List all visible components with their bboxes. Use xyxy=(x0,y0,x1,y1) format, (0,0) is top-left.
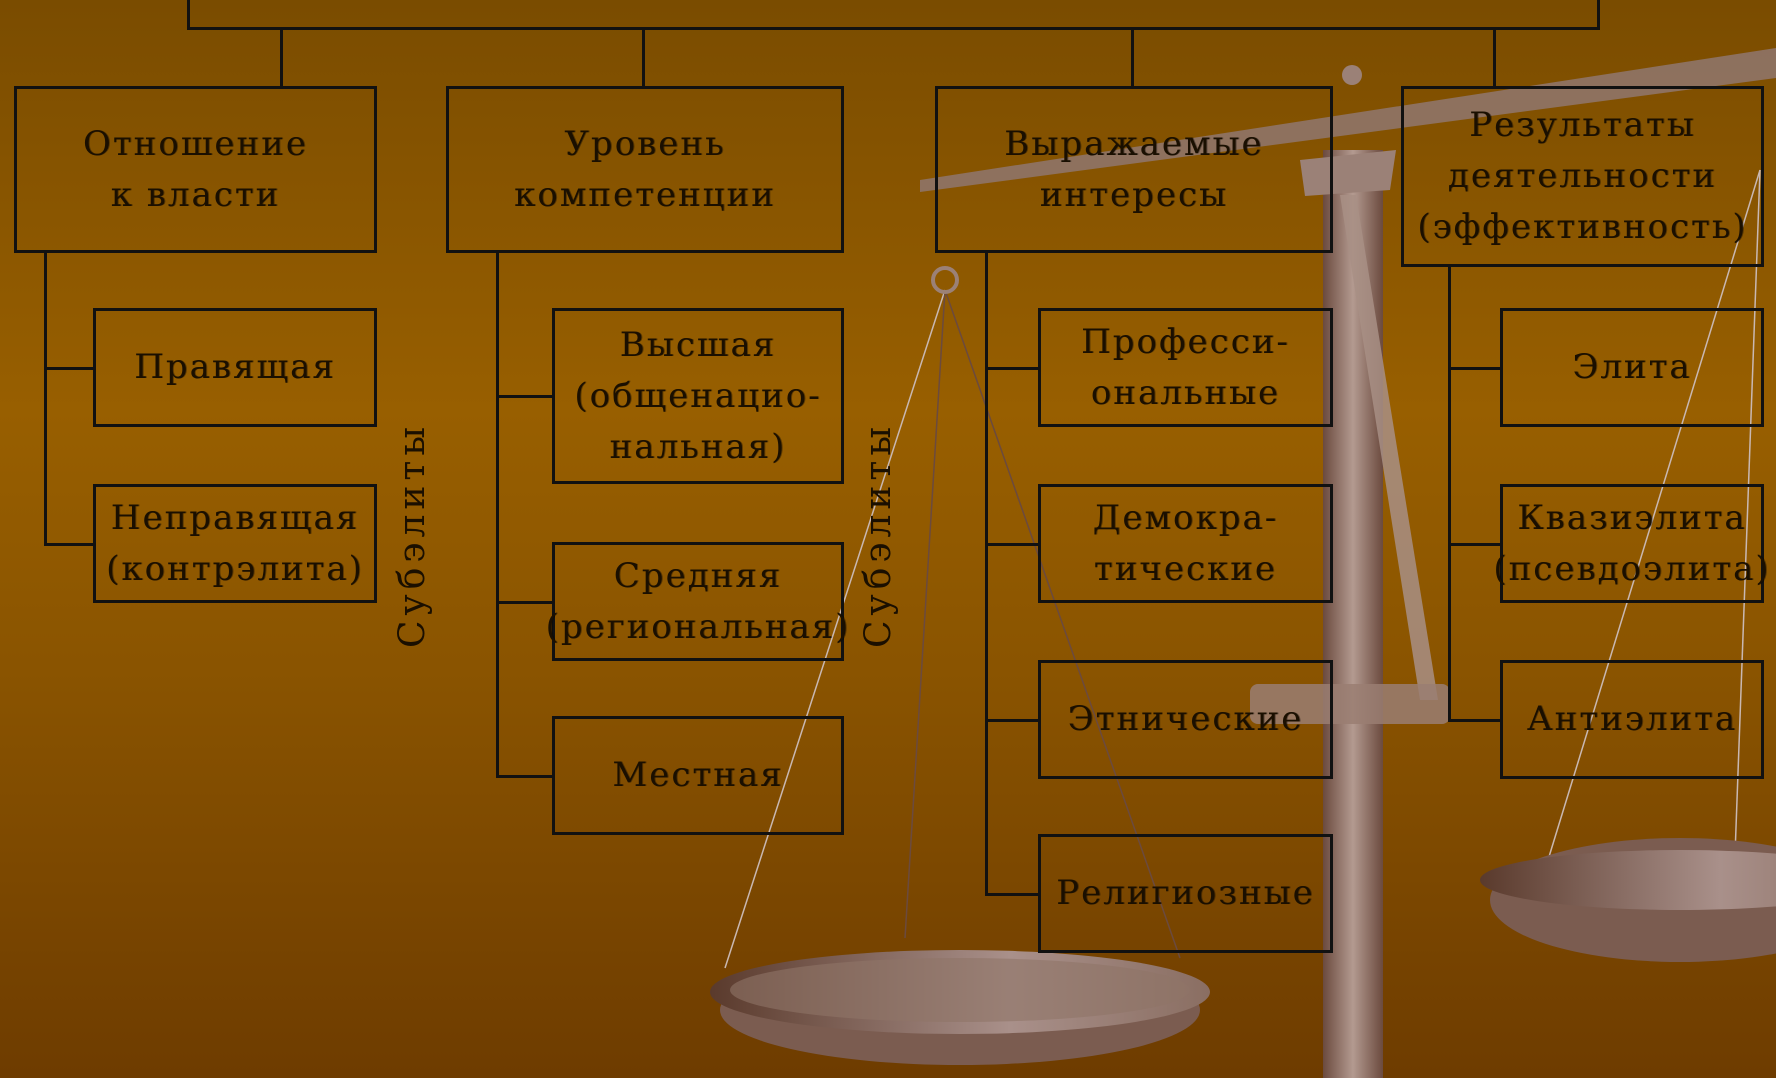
category-box: Професси- ональные xyxy=(1038,308,1333,427)
branch-line xyxy=(986,542,1038,546)
header-drop-line xyxy=(1131,30,1134,86)
category-box: Квазиэлита (псевдоэлита) xyxy=(1493,484,1769,603)
header-drop-line xyxy=(1493,30,1496,86)
column-spine xyxy=(496,253,499,778)
branch-line xyxy=(497,774,552,778)
category-box: Элита xyxy=(1500,308,1764,427)
branch-line xyxy=(986,366,1038,370)
category-box: Правящая xyxy=(93,308,377,427)
column-header-2: Уровень компетенции xyxy=(446,86,844,253)
column-header-4: Результаты деятельности (эффективность) xyxy=(1401,86,1764,267)
branch-line xyxy=(986,718,1038,722)
branch-line xyxy=(986,892,1038,896)
category-box: Местная xyxy=(552,716,844,835)
category-box: Средняя (региональная) xyxy=(546,542,848,661)
column-spine xyxy=(1448,267,1451,722)
branch-line xyxy=(497,395,552,398)
branch-line xyxy=(45,542,93,546)
category-box: Религиозные xyxy=(1038,834,1333,953)
branch-line xyxy=(1449,718,1500,722)
branch-line xyxy=(1449,366,1500,370)
category-box: Высшая (общенацио- нальная) xyxy=(552,308,844,484)
category-box: Неправящая (контрэлита) xyxy=(93,484,377,603)
side-label-subelites-1: Субэлиты xyxy=(392,422,433,648)
header-drop-line xyxy=(280,30,283,86)
branch-line xyxy=(45,366,93,370)
category-box: Демокра- тические xyxy=(1038,484,1333,603)
column-spine xyxy=(44,253,47,546)
category-box: Этнические xyxy=(1038,660,1333,779)
column-header-3: Выражаемые интересы xyxy=(935,86,1333,253)
column-spine xyxy=(985,253,988,896)
side-label-subelites-2: Субэлиты xyxy=(858,422,899,648)
root-box xyxy=(187,0,1600,30)
branch-line xyxy=(497,600,552,604)
branch-line xyxy=(1449,542,1500,546)
category-box: Антиэлита xyxy=(1500,660,1764,779)
column-header-1: Отношение к власти xyxy=(14,86,377,253)
header-drop-line xyxy=(642,30,645,86)
